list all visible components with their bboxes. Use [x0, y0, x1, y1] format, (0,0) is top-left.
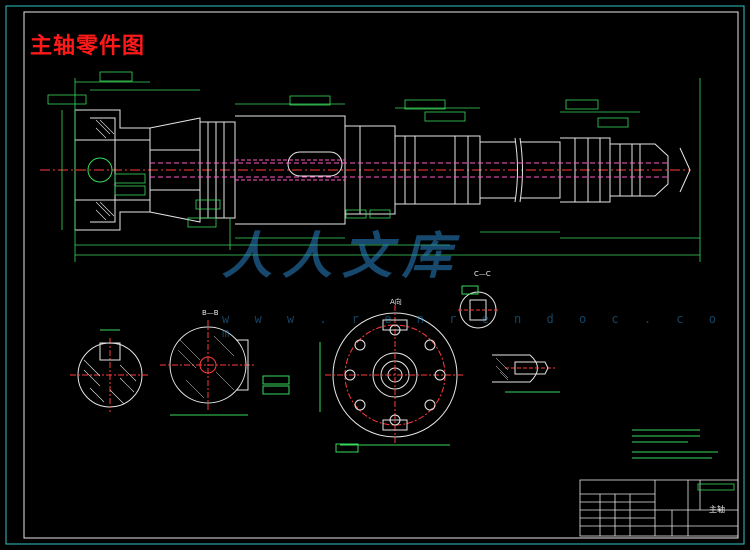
title-block-part-name: 主轴 [709, 505, 725, 514]
main-view-dimensions [47, 71, 701, 262]
flange-end-view [319, 305, 465, 453]
inner-frame [23, 11, 739, 539]
section-label-c-c: C—C [474, 270, 491, 278]
technical-notes [632, 429, 718, 459]
section-detail-left [70, 329, 150, 412]
keyway-detail [492, 354, 560, 393]
section-label-b-b: B—B [202, 309, 219, 317]
shaft-main-view [40, 109, 691, 231]
section-b-b [160, 320, 290, 416]
section-c-c [458, 285, 498, 329]
drawing-title: 主轴零件图 [30, 33, 146, 59]
view-label-a: A向 [390, 298, 402, 306]
watermark-url: w w w . r e n r e n d o c . c o m [222, 312, 725, 340]
watermark-brand: 人人文库 [222, 226, 462, 285]
outer-frame [5, 5, 745, 545]
title-block [579, 479, 739, 537]
